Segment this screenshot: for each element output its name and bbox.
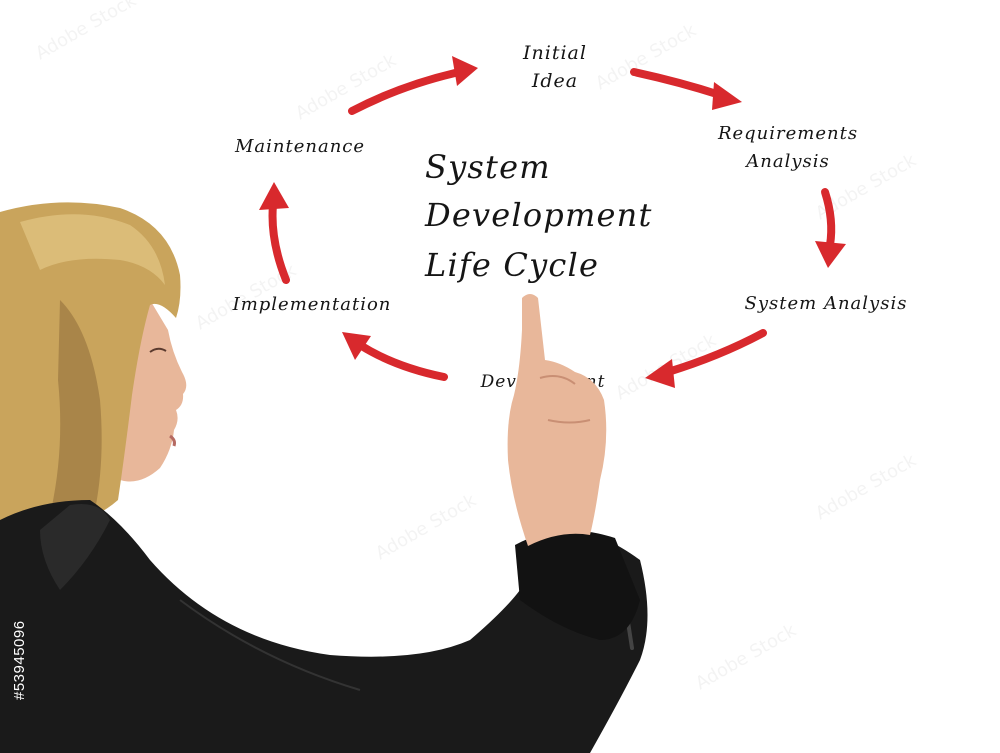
jacket-fold bbox=[179, 599, 361, 691]
step-requirements-line1: Requirements bbox=[717, 123, 858, 144]
pointing-hand bbox=[507, 294, 607, 546]
step-implementation: Implementation bbox=[232, 294, 392, 315]
svg-text:Adobe Stock: Adobe Stock bbox=[372, 490, 480, 565]
step-labels: Initial Idea Requirements Analysis Syste… bbox=[232, 42, 908, 392]
arrowhead-1 bbox=[452, 56, 478, 86]
eye bbox=[149, 347, 167, 353]
step-requirements-line2: Analysis bbox=[744, 151, 829, 172]
arrow-maintenance-to-idea bbox=[348, 69, 459, 115]
hair-shadow bbox=[50, 300, 102, 517]
arrow-implementation-to-maintenance bbox=[268, 201, 290, 284]
svg-text:Adobe Stock: Adobe Stock bbox=[292, 50, 400, 125]
step-initial-idea-line1: Initial bbox=[522, 42, 587, 64]
sleeve-cuff bbox=[515, 530, 640, 640]
lips bbox=[169, 434, 176, 447]
diagram-title: System Development Life Cycle bbox=[424, 148, 653, 284]
title-line-1: System bbox=[425, 148, 551, 186]
knuckle-lines bbox=[539, 375, 591, 424]
businesswoman-figure bbox=[0, 202, 648, 753]
hair-highlight bbox=[20, 214, 165, 285]
step-initial-idea-line2: Idea bbox=[531, 70, 578, 92]
step-system-analysis: System Analysis bbox=[745, 293, 908, 314]
svg-text:Adobe Stock: Adobe Stock bbox=[32, 0, 140, 64]
arrow-development-to-implementation bbox=[356, 341, 448, 381]
arrowhead-5 bbox=[342, 332, 371, 360]
arrow-idea-to-requirements bbox=[630, 68, 724, 99]
arrowhead-4 bbox=[645, 359, 675, 388]
cycle-arrows bbox=[259, 56, 846, 388]
cuff-button bbox=[626, 620, 634, 650]
arrowhead-3 bbox=[815, 241, 846, 268]
svg-text:Adobe Stock: Adobe Stock bbox=[812, 450, 920, 525]
arrowhead-6 bbox=[259, 182, 289, 210]
stock-id: #53945096 bbox=[11, 620, 28, 700]
step-maintenance: Maintenance bbox=[234, 136, 365, 157]
jacket-collar bbox=[40, 504, 110, 590]
svg-text:Adobe Stock: Adobe Stock bbox=[692, 620, 800, 695]
arrow-analysis-to-development bbox=[664, 329, 767, 376]
arrowhead-2 bbox=[712, 82, 742, 110]
jacket bbox=[0, 500, 648, 753]
arrow-requirements-to-analysis bbox=[821, 188, 836, 249]
title-line-3: Life Cycle bbox=[424, 246, 599, 284]
title-line-2: Development bbox=[424, 196, 653, 234]
